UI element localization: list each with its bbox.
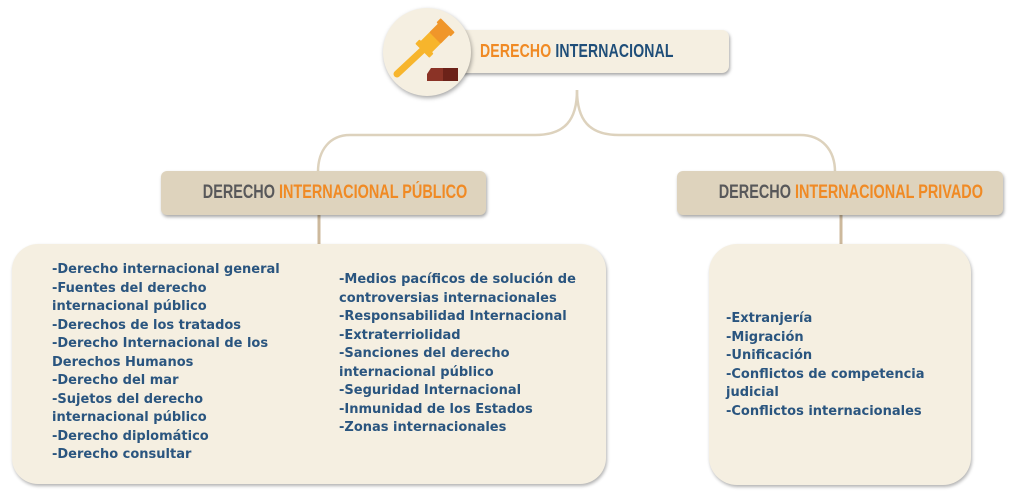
list-item: -Extranjería [726, 311, 813, 326]
root-logo [383, 8, 471, 96]
list-item: -Derecho diplomático [52, 428, 209, 444]
list-item: -Extraterriolidad [339, 327, 461, 343]
public-topics-column-2: -Medios pacíficos de solución de controv… [339, 271, 589, 438]
list-item: -Derechos de los tratados [52, 317, 242, 333]
private-header-part2: INTERNACIONAL PRIVADO [794, 182, 983, 203]
list-item: -Derecho del mar [52, 373, 179, 388]
private-header-part1: DERECHO [718, 182, 791, 203]
list-item: -Derecho internacional general [52, 262, 280, 277]
public-header-part2: INTERNACIONAL PÚBLICO [278, 182, 468, 203]
list-item: -Derecho Internacional de los Derechos H… [52, 336, 269, 370]
public-topics-column-1: -Derecho internacional general -Fuentes … [52, 261, 292, 465]
list-item: -Conflictos internacionales [726, 403, 922, 419]
list-item: -Inmunidad de los Estados [339, 401, 533, 417]
private-law-header: DERECHO INTERNACIONAL PRIVADO [677, 171, 1003, 215]
private-topics-list: -Extranjería -Migración -Unificación -Co… [726, 310, 956, 421]
public-law-topics-box: -Derecho internacional general -Fuentes … [12, 244, 606, 484]
list-item: -Zonas internacionales [339, 420, 507, 435]
list-item: -Fuentes del derecho internacional públi… [52, 280, 207, 315]
list-item: -Sujetos del derecho internacional públi… [52, 391, 207, 426]
public-law-header: DERECHO INTERNACIONAL PÚBLICO [161, 171, 486, 215]
list-item: -Seguridad Internacional [339, 383, 522, 398]
list-item: -Derecho consultar [52, 447, 192, 462]
private-law-topics-box: -Extranjería -Migración -Unificación -Co… [709, 244, 971, 485]
root-title: DERECHO INTERNACIONAL [480, 30, 674, 73]
list-item: -Unificación [726, 348, 813, 363]
root-title-part2: INTERNACIONAL [555, 41, 674, 61]
list-item: -Migración [726, 329, 804, 345]
gavel-icon [393, 18, 458, 81]
list-item: -Medios pacíficos de solución de controv… [339, 272, 576, 306]
list-item: -Conflictos de competencia judicial [726, 366, 925, 401]
root-title-part1: DERECHO [480, 41, 552, 61]
root-title-bar: DERECHO INTERNACIONAL [440, 30, 729, 73]
list-item: -Sanciones del derecho internacional púb… [339, 346, 510, 380]
list-item: -Responsabilidad Internacional [339, 309, 567, 324]
public-header-part1: DERECHO [202, 182, 275, 203]
